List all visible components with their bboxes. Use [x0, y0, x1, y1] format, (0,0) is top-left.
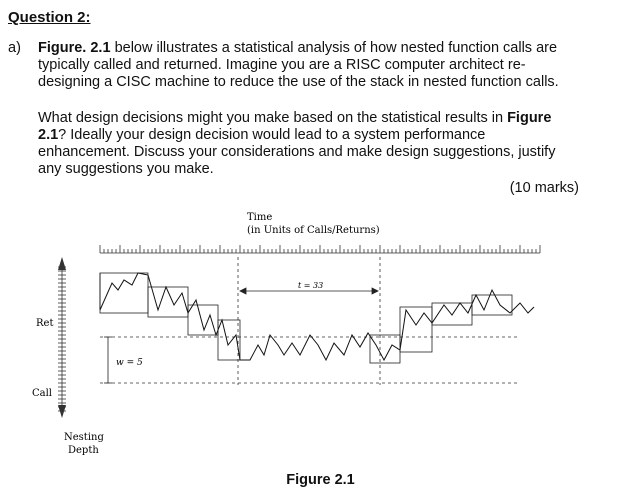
paragraph-1: Figure. 2.1 below illustrates a statisti… [38, 40, 598, 91]
p2-line1: What design decisions might you make bas… [38, 110, 504, 126]
p1-line3: designing a CISC machine to reduce the u… [38, 74, 559, 90]
figure-2-1: Time (in Units of Calls/Returns) Ret Cal… [0, 195, 641, 465]
figure-ref-bold: Figure. 2.1 [38, 40, 111, 56]
marks-label: (10 marks) [509, 180, 579, 196]
ret-arrow-icon [58, 257, 66, 270]
t-label: t = 33 [298, 281, 323, 290]
figure-caption: Figure 2.1 [286, 472, 355, 488]
part-a-label: a) [8, 40, 21, 56]
call-arrow-icon [58, 405, 66, 418]
call-label: Call [32, 388, 52, 399]
question-heading: Question 2: [8, 9, 91, 26]
window-boxes [99, 272, 513, 364]
window-bounds [100, 257, 520, 385]
nesting-label: Nesting [64, 432, 104, 443]
window-indicator [104, 336, 112, 384]
p2-line3: enhancement. Discuss your considerations… [38, 144, 556, 160]
depth-label: Depth [68, 445, 99, 456]
depth-ruler [58, 257, 66, 418]
time-ruler [99, 245, 541, 254]
w-label: w = 5 [116, 358, 143, 368]
t-interval [239, 287, 379, 295]
call-return-diagram: Time (in Units of Calls/Returns) Ret Cal… [32, 212, 541, 456]
ret-label: Ret [36, 318, 53, 329]
p2-figure-num-bold: 2.1 [38, 127, 59, 143]
p2-figure-bold: Figure [507, 110, 552, 126]
p2-line2: ? Ideally your design decision would lea… [58, 127, 486, 143]
p1-line2: typically called and returned. Imagine y… [38, 57, 526, 73]
p1-line1: below illustrates a statistical analysis… [114, 40, 558, 56]
call-return-trace [99, 272, 535, 362]
p2-line4: any suggestions you make. [38, 161, 214, 177]
time-label: Time [247, 212, 272, 223]
time-unit-label: (in Units of Calls/Returns) [247, 225, 380, 236]
paragraph-2: What design decisions might you make bas… [38, 110, 598, 178]
